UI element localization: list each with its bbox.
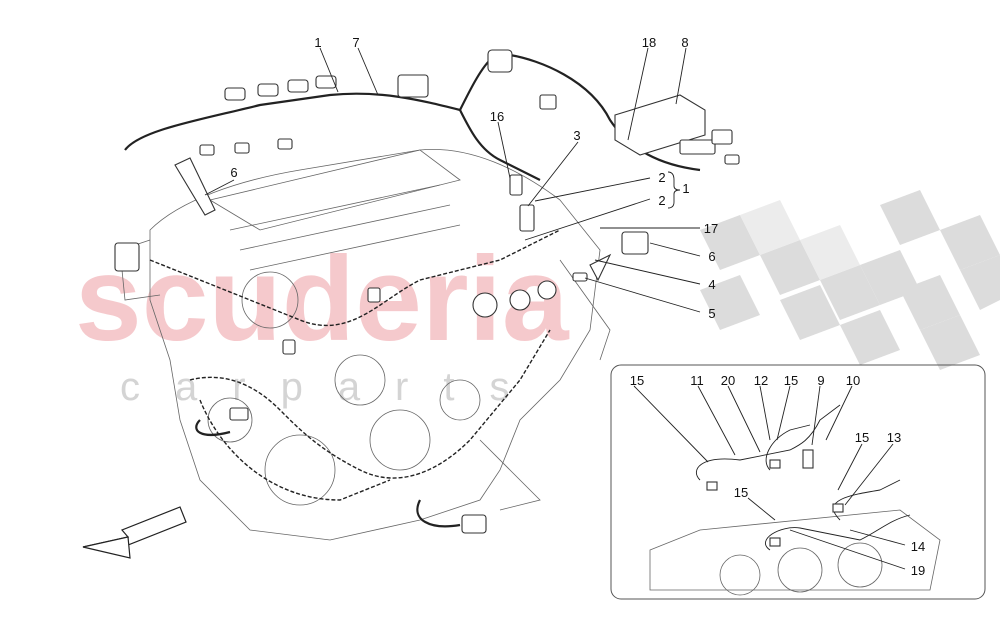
callout-15a: 15 bbox=[630, 373, 644, 388]
callout-6b: 6 bbox=[708, 249, 715, 264]
arrow-front-left-icon bbox=[82, 506, 187, 559]
callout-8: 8 bbox=[681, 35, 688, 50]
callout-9: 9 bbox=[817, 373, 824, 388]
callout-10: 10 bbox=[846, 373, 860, 388]
callout-3: 3 bbox=[573, 128, 580, 143]
checkered-flag-watermark bbox=[700, 190, 1000, 370]
inset-knock-sensors bbox=[610, 364, 986, 600]
watermark-sub: carparts bbox=[120, 365, 545, 409]
callout-14: 14 bbox=[911, 539, 925, 554]
callout-7: 7 bbox=[352, 35, 359, 50]
callout-15b: 15 bbox=[784, 373, 798, 388]
callout-5: 5 bbox=[708, 306, 715, 321]
callout-labels-main: 1 7 18 8 16 3 2 2 1 6 17 6 4 5 bbox=[230, 35, 718, 321]
callout-15d: 15 bbox=[734, 485, 748, 500]
callout-2b: 2 bbox=[658, 193, 665, 208]
callout-20: 20 bbox=[721, 373, 735, 388]
callout-18: 18 bbox=[642, 35, 656, 50]
parts bbox=[114, 49, 740, 534]
callout-2a: 2 bbox=[658, 170, 665, 185]
wiring-harness bbox=[124, 53, 701, 528]
engine-illustration bbox=[119, 148, 611, 541]
callout-1: 1 bbox=[314, 35, 321, 50]
callout-15c: 15 bbox=[855, 430, 869, 445]
ignition-coil bbox=[174, 157, 216, 216]
callout-6a: 6 bbox=[230, 165, 237, 180]
callout-4: 4 bbox=[708, 277, 715, 292]
callout-11: 11 bbox=[690, 373, 704, 388]
callout-12: 12 bbox=[754, 373, 768, 388]
callout-1-group: 1 bbox=[682, 181, 689, 196]
ignition-coil-right bbox=[621, 231, 649, 255]
callout-13: 13 bbox=[887, 430, 901, 445]
callout-labels-inset: 15 11 20 12 15 9 10 15 13 15 14 19 bbox=[630, 373, 925, 578]
callout-19: 19 bbox=[911, 563, 925, 578]
leader-lines bbox=[204, 47, 701, 313]
callout-16: 16 bbox=[490, 109, 504, 124]
callout-17: 17 bbox=[704, 221, 718, 236]
